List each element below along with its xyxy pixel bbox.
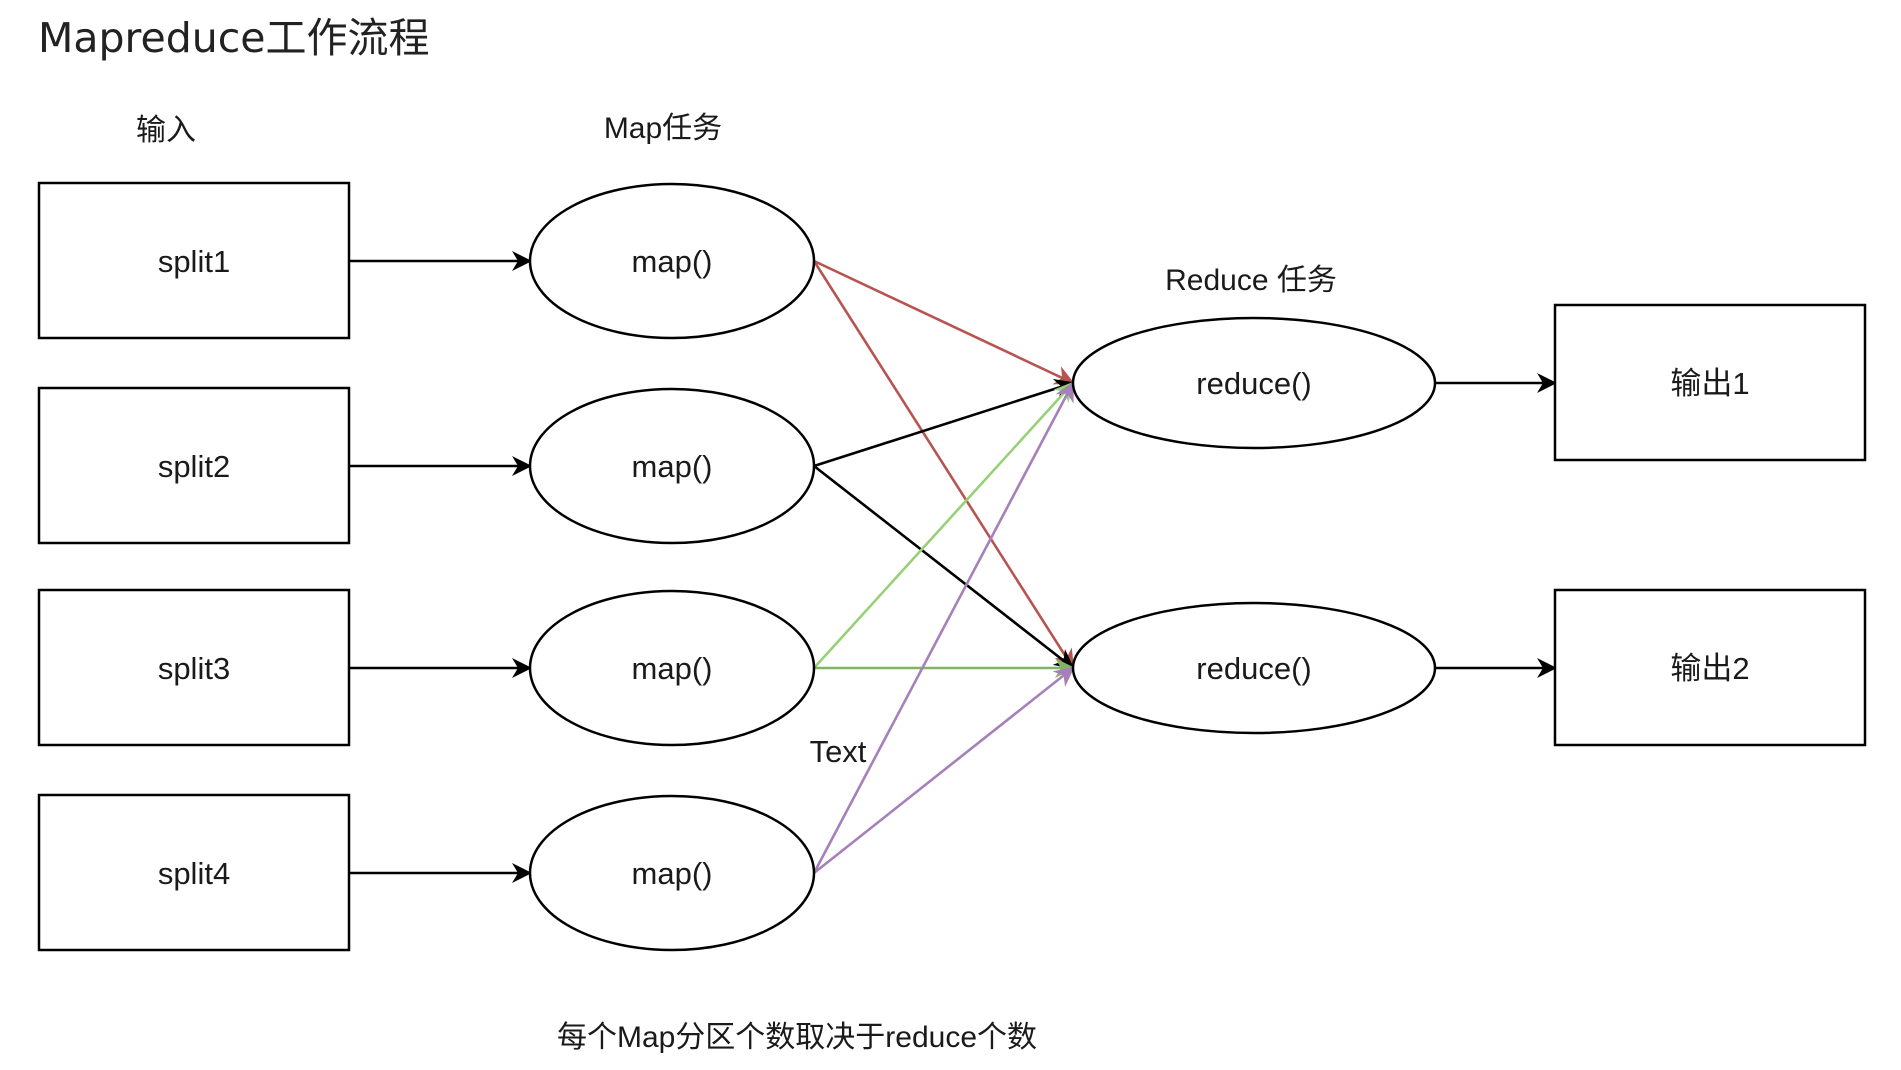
input-split-box (37, 793, 351, 952)
input-split-label: split4 (158, 856, 230, 891)
reduce-column-label: Reduce 任务 (1165, 264, 1337, 297)
input-split-label: split1 (158, 244, 230, 279)
edges-layer (349, 251, 1557, 883)
map-ellipse (528, 182, 816, 340)
floating-text-label: Text (810, 734, 867, 769)
output-label: 输出1 (1670, 366, 1749, 401)
output-label: 输出2 (1670, 651, 1749, 686)
map-node-4[interactable]: map() (528, 794, 816, 952)
map-label: map() (632, 244, 713, 279)
edge-map1-to-reduce2 (812, 260, 1075, 670)
edge-map4-to-reduce1 (812, 381, 1075, 874)
input-split-4[interactable]: split4 (37, 793, 351, 952)
map-ellipse (528, 589, 816, 747)
input-split-1[interactable]: split1 (37, 181, 351, 340)
map-column-label: Map任务 (604, 112, 722, 145)
input-split-label: split3 (158, 651, 230, 686)
output-box-1[interactable]: 输出1 (1553, 303, 1867, 462)
edge-map4-to-reduce2 (813, 666, 1075, 875)
page-title: Mapreduce工作流程 (38, 14, 429, 62)
map-node-1[interactable]: map() (528, 182, 816, 340)
input-split-box (37, 181, 351, 340)
map-label: map() (632, 651, 713, 686)
edge-map2-to-reduce1 (813, 378, 1075, 468)
map-ellipse (528, 794, 816, 952)
map-ellipse (528, 387, 816, 545)
input-split-3[interactable]: split3 (37, 588, 351, 747)
map-node-3[interactable]: map() (528, 589, 816, 747)
reduce-label: reduce() (1196, 651, 1311, 686)
output-rect (1553, 303, 1867, 462)
input-split-2[interactable]: split2 (37, 386, 351, 545)
edge-map2-to-reduce2 (813, 464, 1075, 670)
reduce-ellipse (1071, 316, 1437, 450)
edge-map1-to-reduce1 (813, 259, 1075, 385)
footnote: 每个Map分区个数取决于reduce个数 (557, 1021, 1037, 1054)
input-column-label: 输入 (136, 114, 196, 147)
map-label: map() (632, 449, 713, 484)
map-label: map() (632, 856, 713, 891)
input-split-label: split2 (158, 449, 230, 484)
reduce-node-1[interactable]: reduce() (1071, 316, 1437, 450)
reduce-ellipse (1071, 601, 1437, 735)
reduce-label: reduce() (1196, 366, 1311, 401)
reduce-node-2[interactable]: reduce() (1071, 601, 1437, 735)
output-box-2[interactable]: 输出2 (1553, 588, 1867, 747)
map-node-2[interactable]: map() (528, 387, 816, 545)
input-split-box (37, 386, 351, 545)
output-rect (1553, 588, 1867, 747)
edge-map3-to-reduce1 (813, 381, 1075, 669)
input-split-box (37, 588, 351, 747)
